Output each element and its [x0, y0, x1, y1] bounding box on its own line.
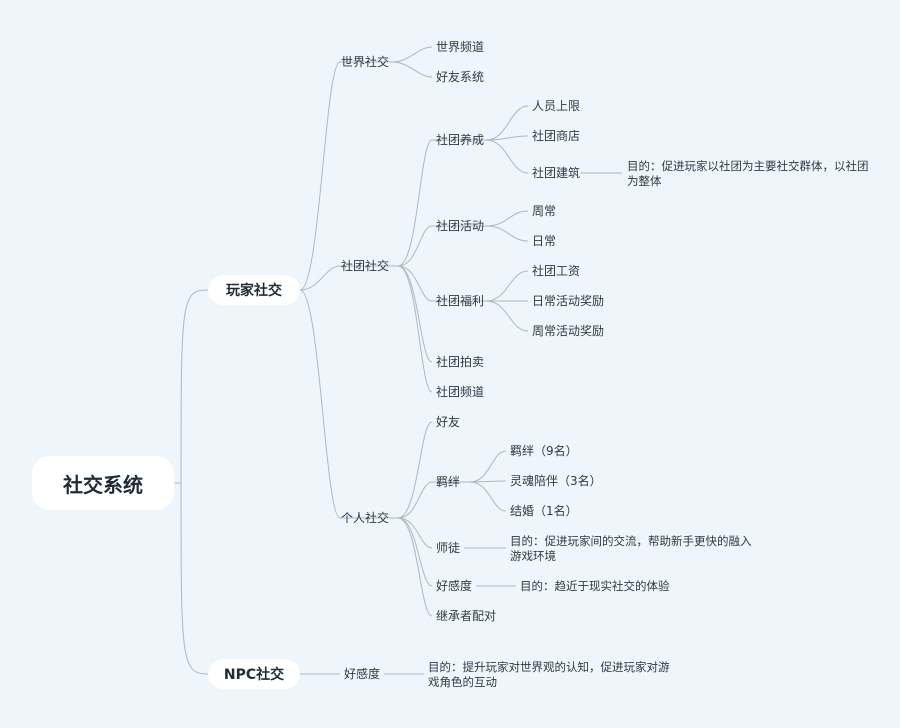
weekly-reward-node[interactable]: 周常活动奖励	[532, 324, 605, 338]
player-social-node[interactable]: 玩家社交	[208, 275, 300, 305]
mentor-purpose-note-line2: 游戏环境	[510, 549, 556, 563]
soul-companion-node[interactable]: 灵魂陪伴（3名）	[510, 474, 602, 488]
guild-salary-node[interactable]: 社团工资	[532, 264, 581, 278]
friend-node[interactable]: 好友	[436, 415, 461, 429]
world-channel-node[interactable]: 世界频道	[436, 40, 485, 54]
bond-9-node[interactable]: 羁绊（9名）	[510, 444, 578, 458]
bond-node[interactable]: 羁绊	[436, 475, 461, 489]
guild-nurture-node[interactable]: 社团养成	[436, 133, 485, 147]
guild-purpose-note-line1: 目的：促进玩家以社团为主要社交群体，以社团	[627, 159, 869, 173]
mentor-purpose-note: 目的：促进玩家间的交流，帮助新手更快的融入 游戏环境	[510, 534, 752, 564]
npc-purpose-note-line2: 戏角色的互动	[428, 675, 497, 689]
guild-building-node[interactable]: 社团建筑	[532, 166, 581, 180]
marriage-node[interactable]: 结婚（1名）	[510, 504, 578, 518]
guild-purpose-note: 目的：促进玩家以社团为主要社交群体，以社团 为整体	[627, 159, 869, 189]
heir-matching-node[interactable]: 继承者配对	[436, 609, 497, 623]
friend-system-node[interactable]: 好友系统	[436, 70, 485, 84]
guild-auction-node[interactable]: 社团拍卖	[436, 355, 485, 369]
member-cap-node[interactable]: 人员上限	[532, 99, 581, 113]
guild-welfare-node[interactable]: 社团福利	[436, 294, 485, 308]
daily-reward-node[interactable]: 日常活动奖励	[532, 294, 605, 308]
guild-purpose-note-line2: 为整体	[627, 174, 662, 188]
daily-node[interactable]: 日常	[532, 234, 557, 248]
mentor-node[interactable]: 师徒	[436, 541, 461, 555]
favor-node[interactable]: 好感度	[436, 579, 473, 593]
guild-channel-node[interactable]: 社团频道	[436, 385, 485, 399]
root-node[interactable]: 社交系统	[32, 456, 174, 510]
npc-favor-node[interactable]: 好感度	[344, 667, 381, 681]
guild-activity-node[interactable]: 社团活动	[436, 219, 485, 233]
npc-purpose-note: 目的：提升玩家对世界观的认知，促进玩家对游 戏角色的互动	[428, 660, 670, 690]
mentor-purpose-note-line1: 目的：促进玩家间的交流，帮助新手更快的融入	[510, 534, 752, 548]
npc-purpose-note-line1: 目的：提升玩家对世界观的认知，促进玩家对游	[428, 660, 670, 674]
world-social-node[interactable]: 世界社交	[341, 55, 390, 69]
guild-shop-node[interactable]: 社团商店	[532, 129, 581, 143]
personal-social-node[interactable]: 个人社交	[341, 511, 390, 525]
weekly-node[interactable]: 周常	[532, 204, 557, 218]
guild-social-node[interactable]: 社团社交	[341, 259, 390, 273]
npc-social-node[interactable]: NPC社交	[208, 659, 300, 689]
favor-purpose-note: 目的：趋近于现实社交的体验	[520, 579, 670, 593]
